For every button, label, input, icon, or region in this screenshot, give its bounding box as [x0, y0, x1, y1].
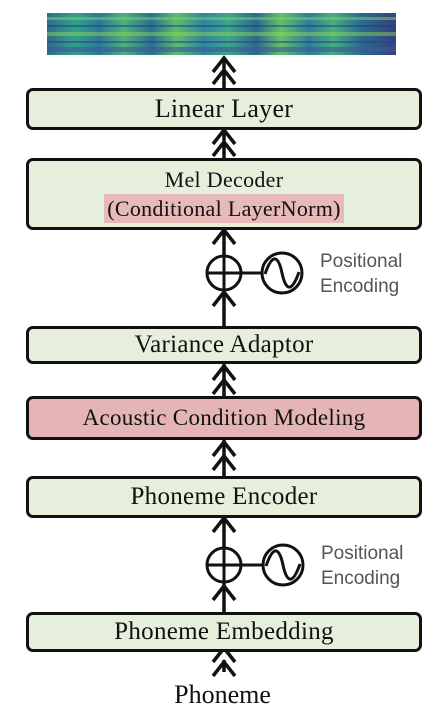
phoneme-encoder-block: Phoneme Encoder [26, 476, 422, 518]
acoustic-condition-modeling-block: Acoustic Condition Modeling [26, 396, 422, 440]
conditional-layernorm-label: (Conditional LayerNorm) [104, 194, 344, 223]
linear-layer-label: Linear Layer [154, 94, 294, 123]
sine-wave-icon [261, 543, 305, 587]
variance-adaptor-block: Variance Adaptor [26, 326, 422, 364]
positional-encoding-line1: Positional [321, 543, 404, 564]
phoneme-input-label: Phoneme [174, 680, 271, 709]
mel-decoder-label: Mel Decoder [164, 167, 284, 192]
positional-encoding-label-bottom: Positional Encoding [321, 541, 403, 591]
phoneme-embedding-label: Phoneme Embedding [114, 618, 334, 645]
positional-encoding-line1: Positional [320, 251, 403, 272]
phoneme-encoder-label: Phoneme Encoder [130, 483, 318, 510]
add-circle-icon [205, 254, 243, 292]
positional-encoding-label-top: Positional Encoding [320, 249, 402, 299]
sine-wave-icon [260, 251, 304, 295]
mel-decoder-block: Mel Decoder (Conditional LayerNorm) [26, 158, 422, 230]
positional-encoding-line2: Encoding [321, 568, 401, 589]
variance-adaptor-label: Variance Adaptor [134, 331, 314, 358]
add-circle-icon [205, 546, 243, 584]
acoustic-condition-modeling-label: Acoustic Condition Modeling [82, 405, 366, 430]
phoneme-embedding-block: Phoneme Embedding [26, 612, 422, 652]
linear-layer-block: Linear Layer [26, 88, 422, 130]
mel-spectrogram-image [47, 13, 396, 55]
positional-encoding-line2: Encoding [320, 276, 400, 297]
